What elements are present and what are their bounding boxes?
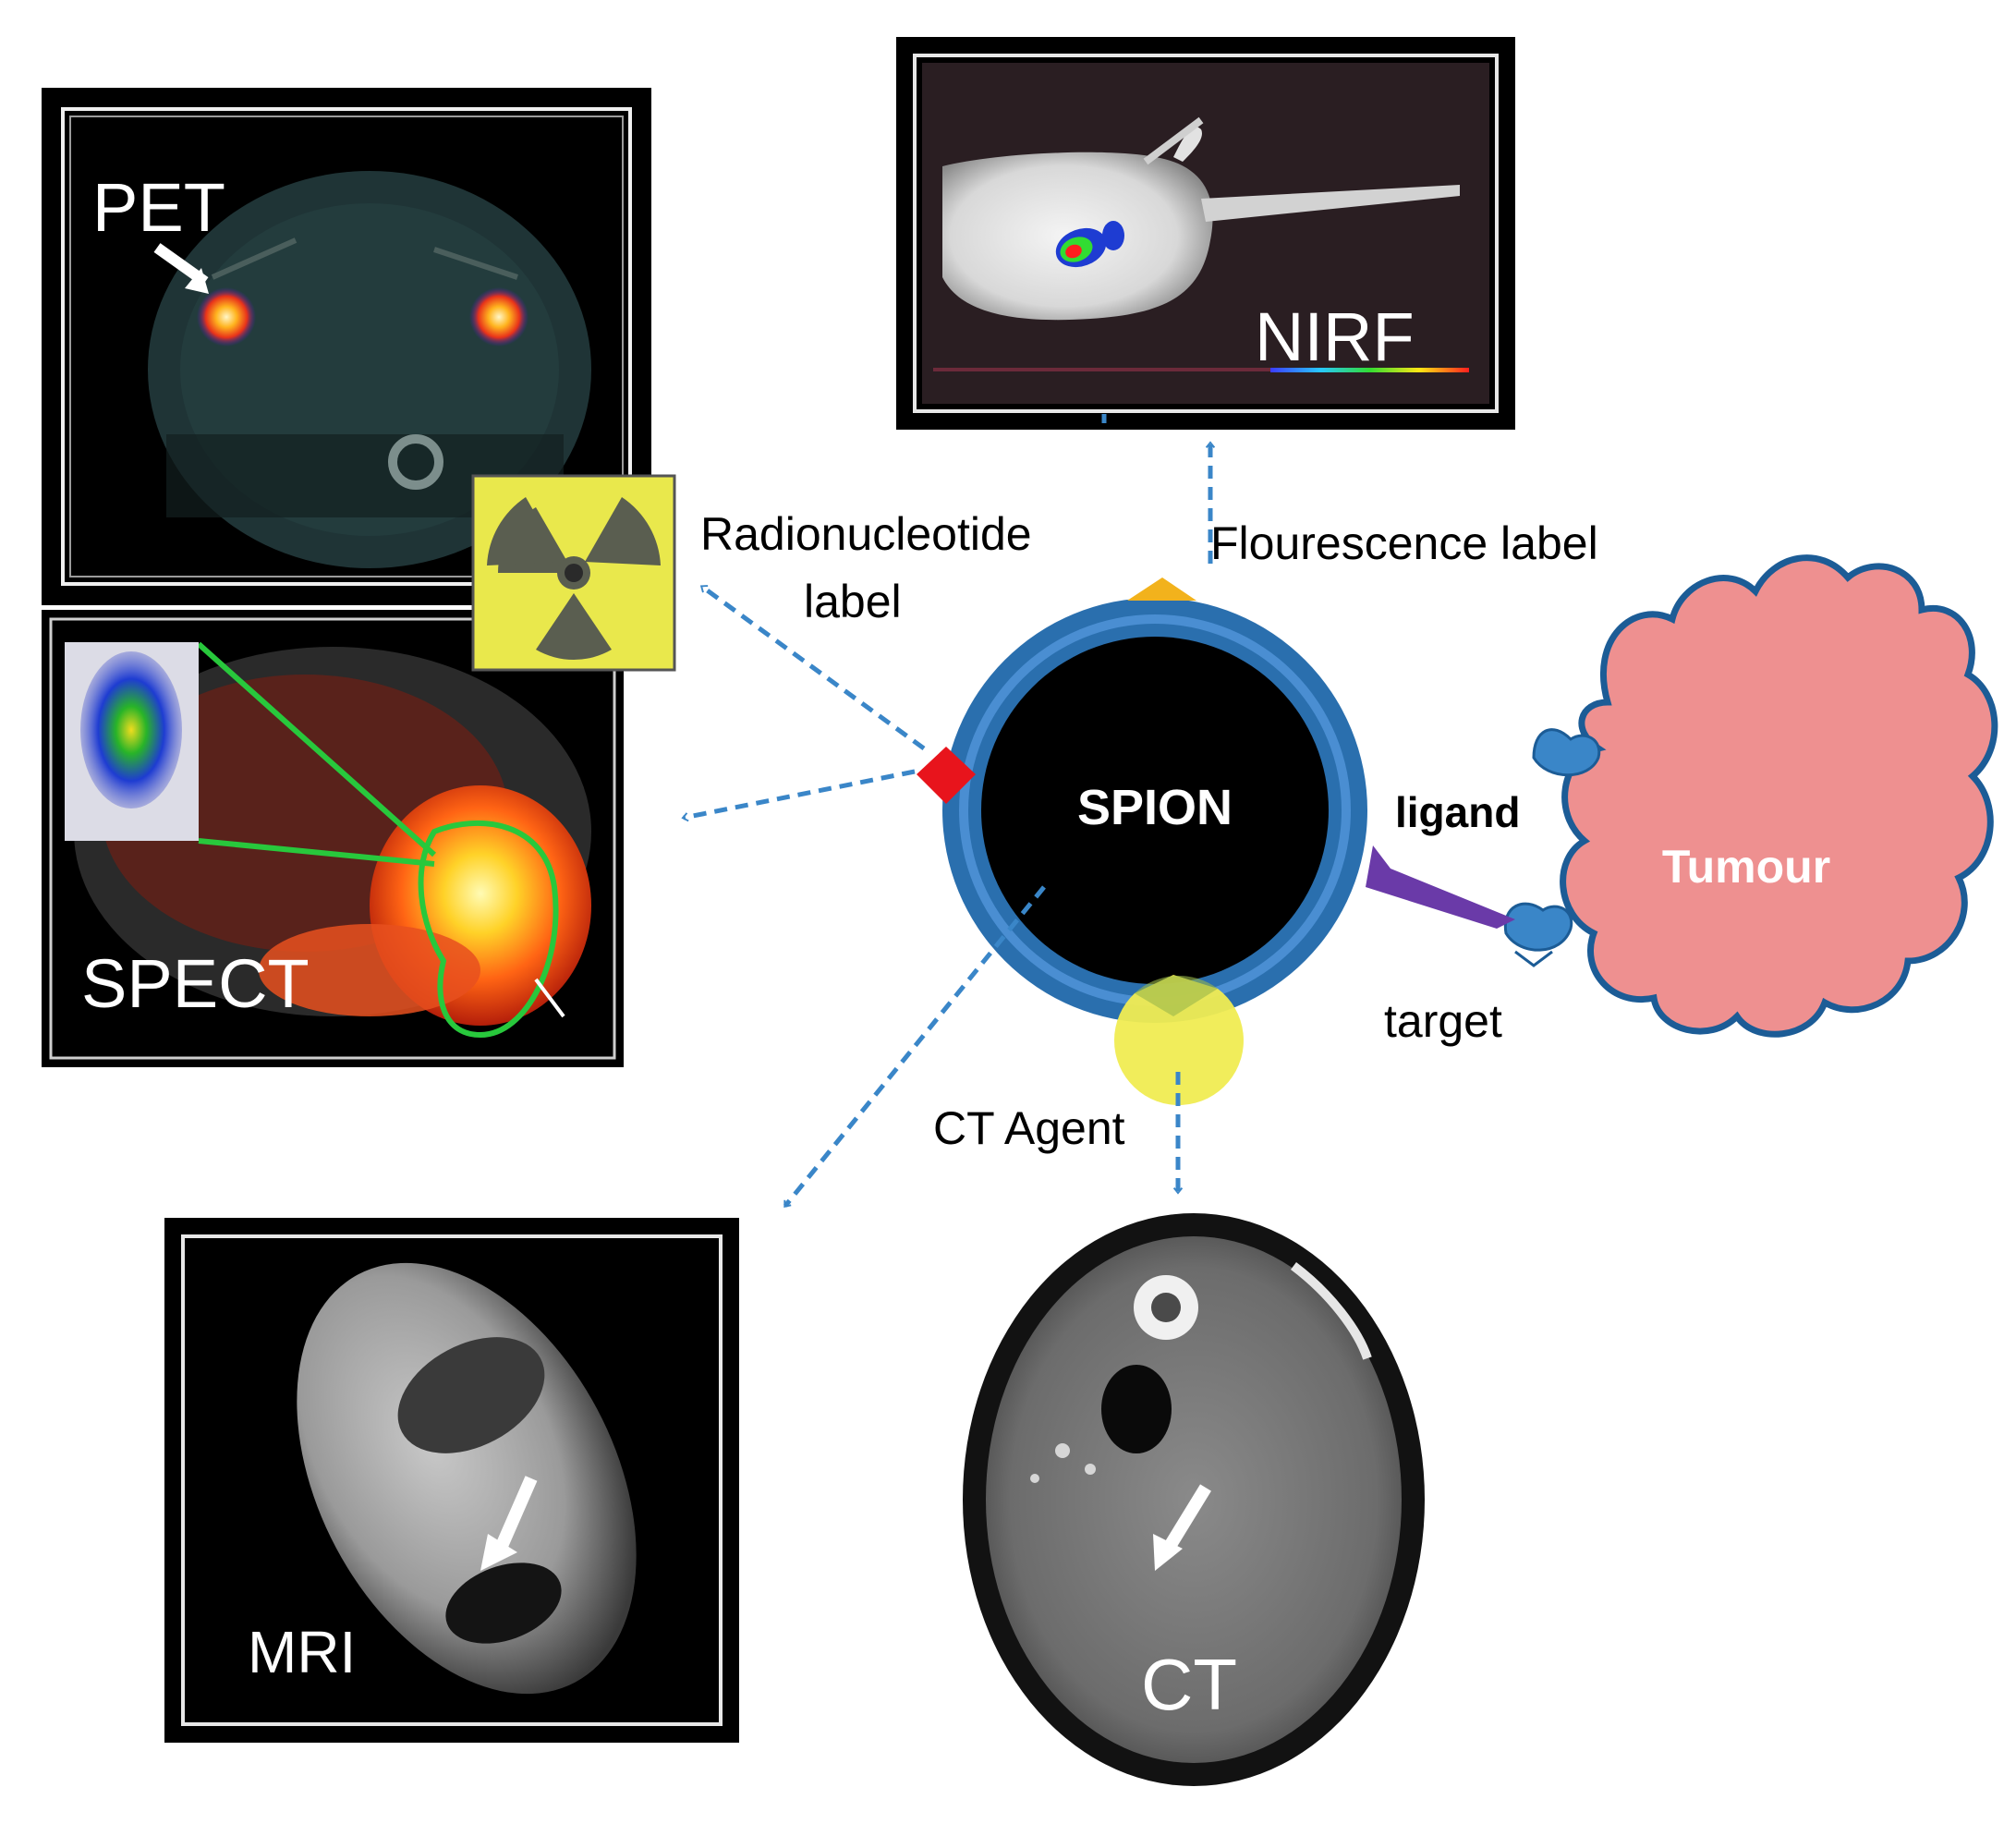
ct-panel: CT bbox=[963, 1213, 1425, 1786]
ct-agent-label: CT Agent bbox=[933, 1102, 1125, 1154]
ligand-label: ligand bbox=[1395, 788, 1520, 836]
receptor-upper-icon bbox=[1532, 728, 1601, 777]
ct-agent-wedge bbox=[1135, 975, 1218, 1016]
pet-label: PET bbox=[92, 169, 225, 246]
target-label: target bbox=[1384, 995, 1502, 1047]
mri-panel: MRI bbox=[164, 1218, 739, 1743]
radiation-hazard-icon bbox=[471, 474, 676, 672]
ct-agent-marker bbox=[1113, 975, 1244, 1105]
pet-panel: PET bbox=[42, 88, 651, 605]
radionucleotide-label-line2: label bbox=[804, 576, 902, 627]
arrow-to-spect bbox=[681, 769, 916, 822]
tumour-label: Tumour bbox=[1662, 841, 1830, 893]
mri-label: MRI bbox=[248, 1619, 356, 1685]
fluorescence-marker bbox=[1127, 578, 1196, 601]
tumour-cloud: Tumour bbox=[1560, 554, 1998, 1038]
fluorescence-label: Flourescence label bbox=[1210, 517, 1598, 569]
spion-particle: SPION bbox=[942, 598, 1367, 1023]
ligand-marker bbox=[1366, 845, 1515, 929]
radionucleotide-label-line1: Radionucleotide bbox=[700, 508, 1032, 560]
nirf-label: NIRF bbox=[1255, 298, 1415, 375]
spect-label: SPECT bbox=[81, 945, 310, 1022]
radionucleotide-marker bbox=[917, 747, 976, 804]
nirf-panel: NIRF bbox=[896, 37, 1515, 430]
ct-label: CT bbox=[1141, 1644, 1237, 1725]
arrow-to-mri bbox=[783, 885, 1046, 1209]
spion-label: SPION bbox=[1077, 780, 1233, 835]
receptor-lower-icon bbox=[1503, 902, 1573, 967]
spect-panel: SPECT bbox=[42, 610, 624, 1067]
arrow-to-pet bbox=[699, 584, 926, 751]
